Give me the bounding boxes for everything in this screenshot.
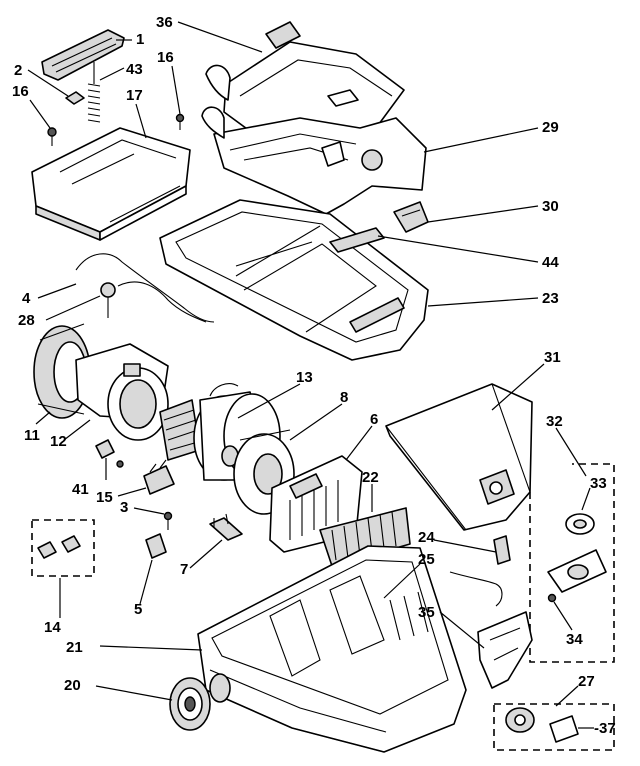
callout-28: 28 [18,312,35,329]
callout-4: 4 [22,290,31,307]
switch-part [449,535,511,607]
base-part [197,545,467,753]
callout-30: 30 [542,198,559,215]
callout-2: 2 [14,62,22,79]
contact-7-part [209,513,243,541]
clip-41-part [95,439,124,468]
screw-left-part [47,127,57,146]
callout-15: 15 [96,489,113,506]
callout-35: 35 [418,604,435,621]
wheel-part [169,677,211,731]
callout-23: 23 [542,290,559,307]
callout-27: 27 [578,673,595,690]
leader-lines [27,21,594,729]
callout-34: 34 [566,631,583,648]
brush-roll-group [493,703,615,751]
lower-hood-part [201,106,427,215]
callout-17: 17 [126,87,143,104]
callout-12: 12 [50,433,67,450]
filter-screen-part [319,507,411,567]
handle-housing-part [31,127,191,241]
callout-16-left: 16 [12,83,29,100]
callout-37: -37 [594,720,616,737]
screw-3-part [163,511,173,530]
callout-5: 5 [134,601,142,618]
latch-part [393,201,429,233]
callout-32: 32 [546,413,563,430]
switch-5-part [145,533,167,559]
callout-6: 6 [370,411,378,428]
callout-25: 25 [418,551,435,568]
connector-15-part [143,459,175,495]
callout-41: 41 [72,481,89,498]
spring-part [87,62,101,123]
callout-22: 22 [362,469,379,486]
callout-14: 14 [44,619,61,636]
callout-8: 8 [340,389,348,406]
connector-part [100,282,116,318]
callout-33: 33 [590,475,607,492]
callout-3: 3 [120,499,128,516]
cord-part [75,253,215,323]
terminal-set-group [31,519,95,577]
handle-part [41,29,125,81]
motor-housing-part [75,343,169,441]
callout-31: 31 [544,349,561,366]
callout-21: 21 [66,639,83,656]
bracket-part [329,227,385,253]
callout-20: 20 [64,677,81,694]
callout-1: 1 [136,31,144,48]
tray-frame-part [159,199,429,361]
bag-holder-group [529,463,615,663]
callout-16-top: 16 [157,49,174,66]
callout-7: 7 [180,561,188,578]
callout-29: 29 [542,119,559,136]
screw-right-part [175,113,185,130]
dust-bag-part [385,383,533,531]
callout-labels: 36 1 16 2 43 16 17 29 30 44 23 4 28 31 1… [12,14,616,737]
callout-44: 44 [542,254,559,271]
callout-13: 13 [296,369,313,386]
clip-part [65,91,85,105]
callout-24: 24 [418,529,435,546]
callout-43: 43 [126,61,143,78]
callout-11: 11 [24,427,40,444]
bracket-35-part [477,611,533,689]
callout-36: 36 [156,14,173,31]
